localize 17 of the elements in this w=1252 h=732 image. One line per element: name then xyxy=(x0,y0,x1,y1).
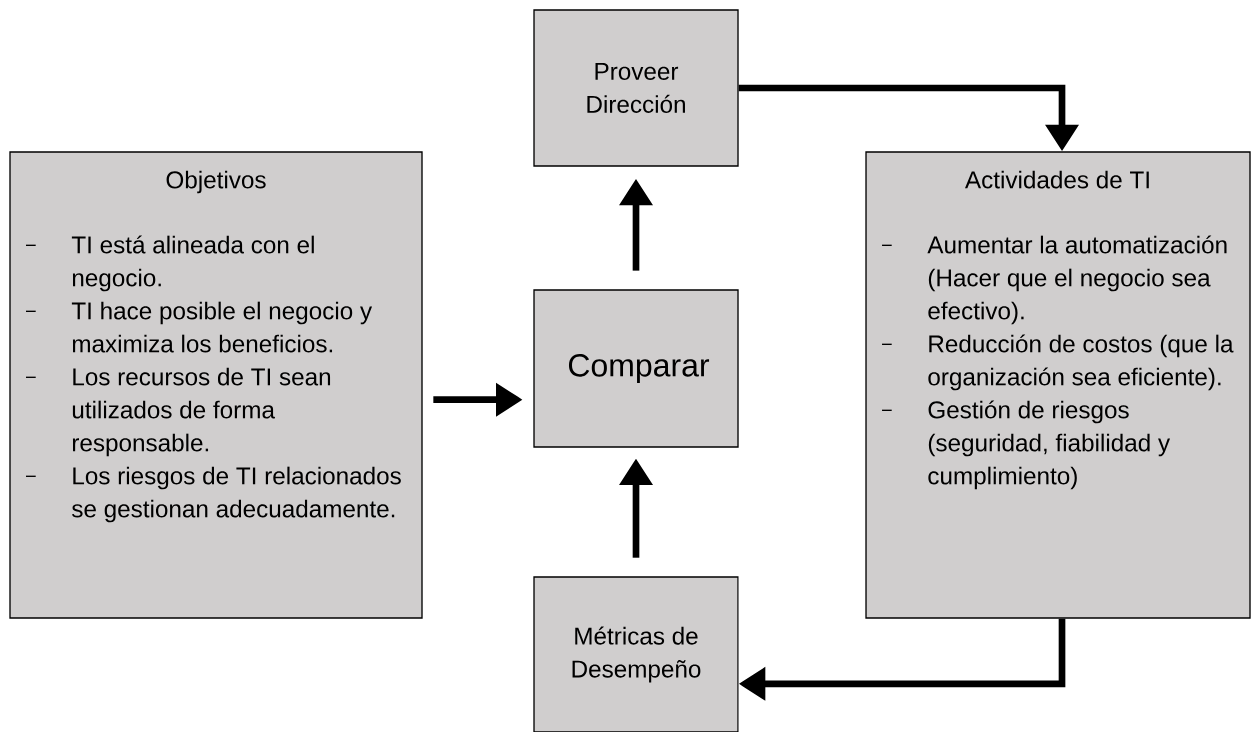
list-item: Aumentar la automatización (Hacer que el negocio sea efectivo). xyxy=(927,235,1227,325)
list-item: TI está alineada con el negocio. xyxy=(71,235,314,292)
heading: Actividades de TI xyxy=(965,170,1149,189)
list-item: Los recursos de TI sean utilizados de forma responsable. xyxy=(72,367,331,457)
list-item: Reducción de costos (que la organización sea eficiente). xyxy=(928,334,1234,391)
heading: Objetivos xyxy=(166,170,266,194)
list-item: TI hace posible el negocio y maximiza los beneficios. xyxy=(71,301,373,353)
process-box xyxy=(533,576,739,732)
list-item: Los riesgos de TI relacionados se gestionan adecuadamente. xyxy=(72,466,401,523)
process-box xyxy=(533,9,739,167)
text-box xyxy=(9,151,423,619)
list-item: Gestión de riesgos (seguridad, fiabilidad y cumplimiento) xyxy=(928,400,1171,490)
box-label: Comparar xyxy=(568,354,710,383)
box-label: Métricas de Desempeño xyxy=(572,626,701,683)
box-label: Proveer Dirección xyxy=(587,63,685,113)
process-box xyxy=(533,289,739,448)
text-box xyxy=(865,151,1251,619)
